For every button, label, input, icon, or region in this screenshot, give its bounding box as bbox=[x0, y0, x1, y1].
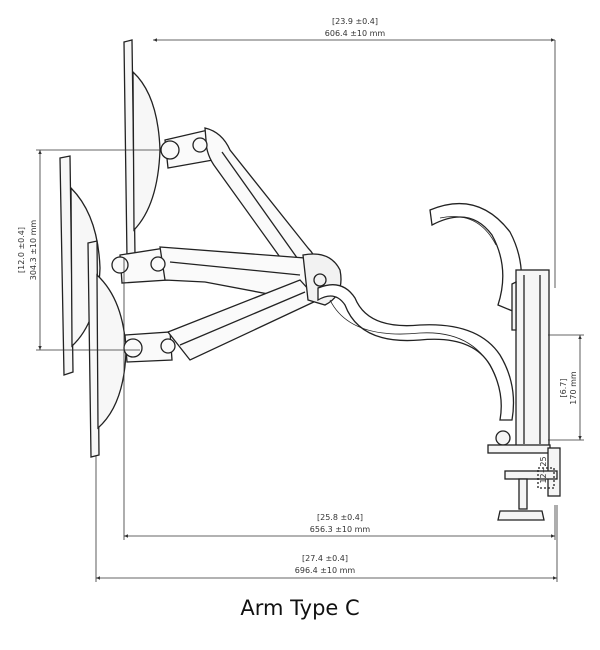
pole-height-mm: 170 mm bbox=[569, 371, 578, 405]
upper-arm bbox=[160, 127, 318, 286]
left-height-mm: 304.3 ±10 mm bbox=[29, 220, 38, 281]
middle-arm bbox=[111, 246, 319, 301]
clamp-range-label: 12~25 bbox=[539, 456, 548, 483]
mounting-pole bbox=[511, 269, 550, 449]
figure-caption: Arm Type C bbox=[240, 596, 360, 620]
top-width-mm: 606.4 ±10 mm bbox=[325, 29, 386, 38]
arm-technical-drawing: [23.9 ±0.4] 606.4 ±10 mm [25.8 ±0.4] 656… bbox=[17, 17, 584, 582]
lower-arm bbox=[123, 279, 320, 363]
pole-height-inch: [6.7] bbox=[559, 379, 568, 398]
desk-clamp bbox=[487, 430, 561, 521]
bottom-width-mm: 696.4 ±10 mm bbox=[295, 566, 356, 575]
top-width-inch: [23.9 ±0.4] bbox=[332, 17, 378, 26]
left-height-inch: [12.0 ±0.4] bbox=[17, 227, 26, 273]
mid-width-inch: [25.8 ±0.4] bbox=[317, 513, 363, 522]
dimension-lines bbox=[36, 38, 584, 582]
bottom-width-inch: [27.4 ±0.4] bbox=[302, 554, 348, 563]
curved-link-lower bbox=[317, 284, 515, 421]
monitor-top bbox=[123, 39, 161, 259]
curved-link-upper bbox=[429, 202, 523, 313]
mid-width-mm: 656.3 ±10 mm bbox=[310, 525, 371, 534]
